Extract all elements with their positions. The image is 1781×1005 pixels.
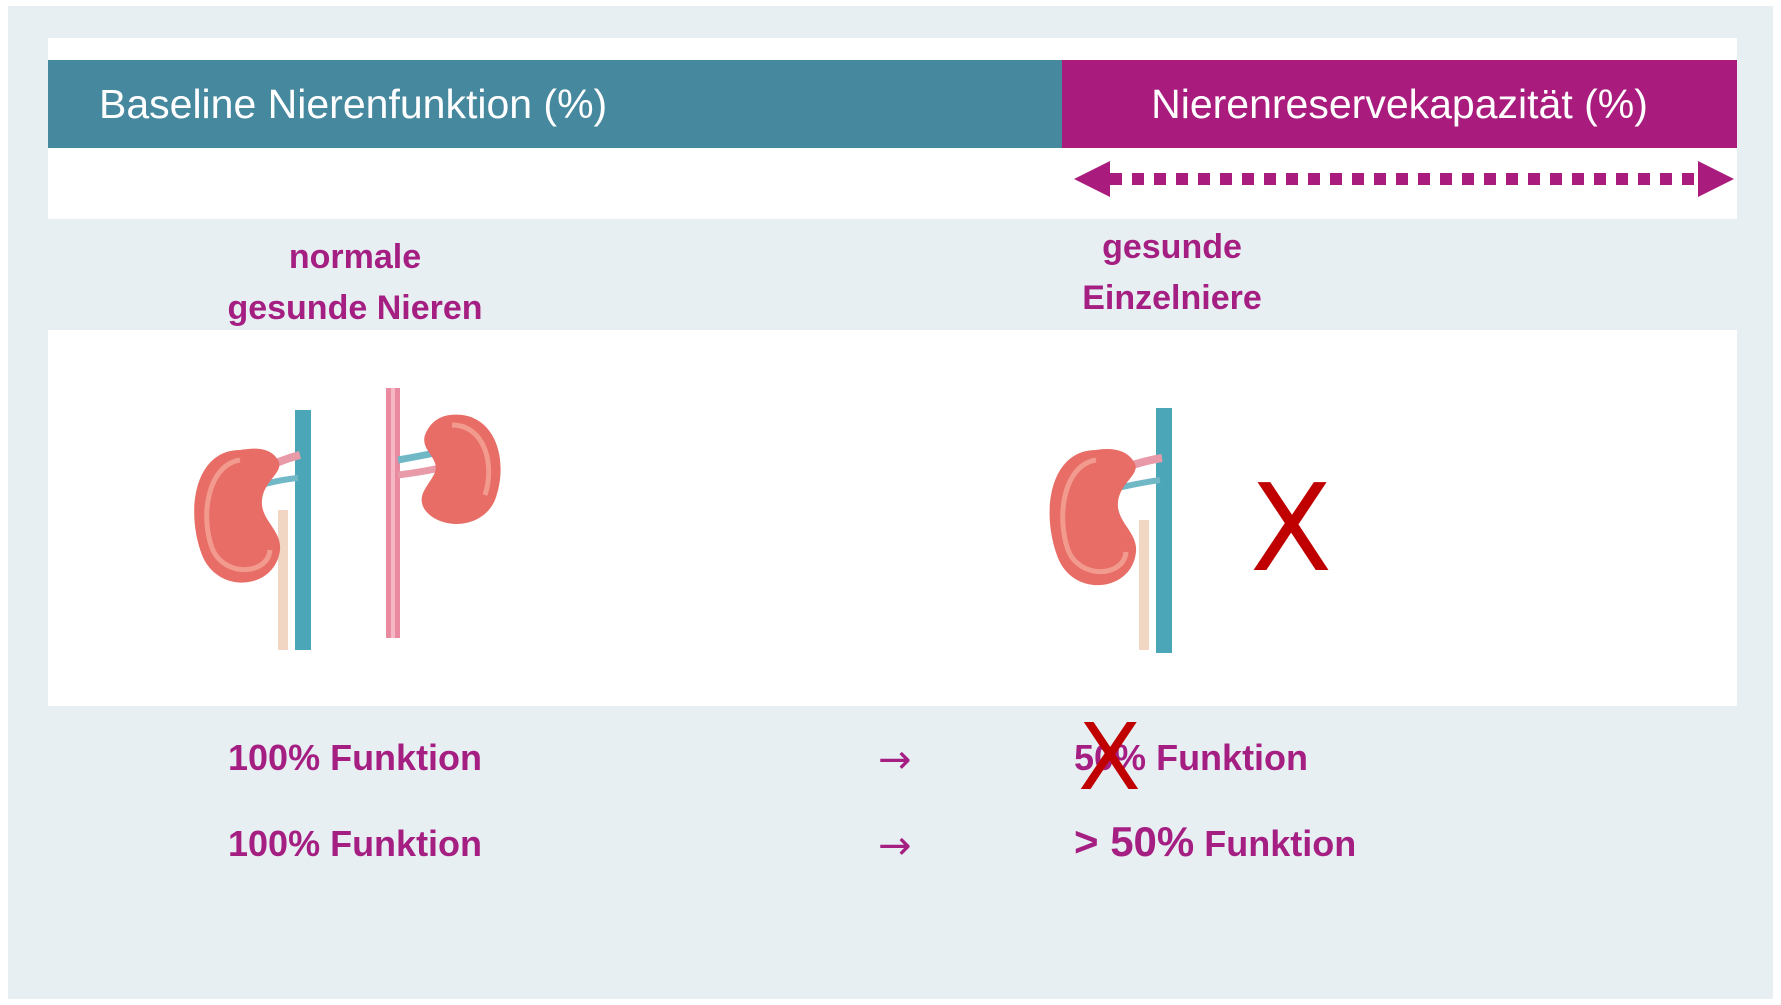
row2-right-value: > 50% <box>1074 818 1194 865</box>
row2-arrow: → <box>878 824 912 868</box>
normal-kidneys-label-line1: normale <box>200 232 510 283</box>
single-kidney-label: gesunde Einzelniere <box>1060 222 1284 324</box>
kidney-pair-icon <box>190 380 510 660</box>
baseline-function-label: Baseline Nierenfunktion (%) <box>99 81 607 128</box>
normal-kidneys-label: normale gesunde Nieren <box>200 232 510 334</box>
row1-right-unit: Funktion <box>1156 737 1308 778</box>
baseline-function-bar: Baseline Nierenfunktion (%) <box>48 60 1062 148</box>
row2-right-unit: Funktion <box>1204 823 1356 864</box>
single-kidney-icon <box>1044 400 1194 660</box>
row1-cross-icon: X <box>1078 712 1141 804</box>
row1-arrow: → <box>878 738 912 782</box>
row2-left-text: 100% Funktion <box>228 822 482 866</box>
single-kidney-label-line1: gesunde <box>1060 222 1284 273</box>
single-kidney-label-line2: Einzelniere <box>1060 273 1284 324</box>
reserve-capacity-label: Nierenreservekapazität (%) <box>1151 81 1648 128</box>
row2-right-text: > 50% Funktion <box>1074 820 1356 866</box>
reserve-capacity-bar: Nierenreservekapazität (%) <box>1062 60 1737 148</box>
row1-left-text: 100% Funktion <box>228 736 482 780</box>
normal-kidneys-label-line2: gesunde Nieren <box>200 283 510 334</box>
double-arrow-icon <box>1074 158 1734 200</box>
missing-kidney-cross-icon: X <box>1250 470 1332 590</box>
